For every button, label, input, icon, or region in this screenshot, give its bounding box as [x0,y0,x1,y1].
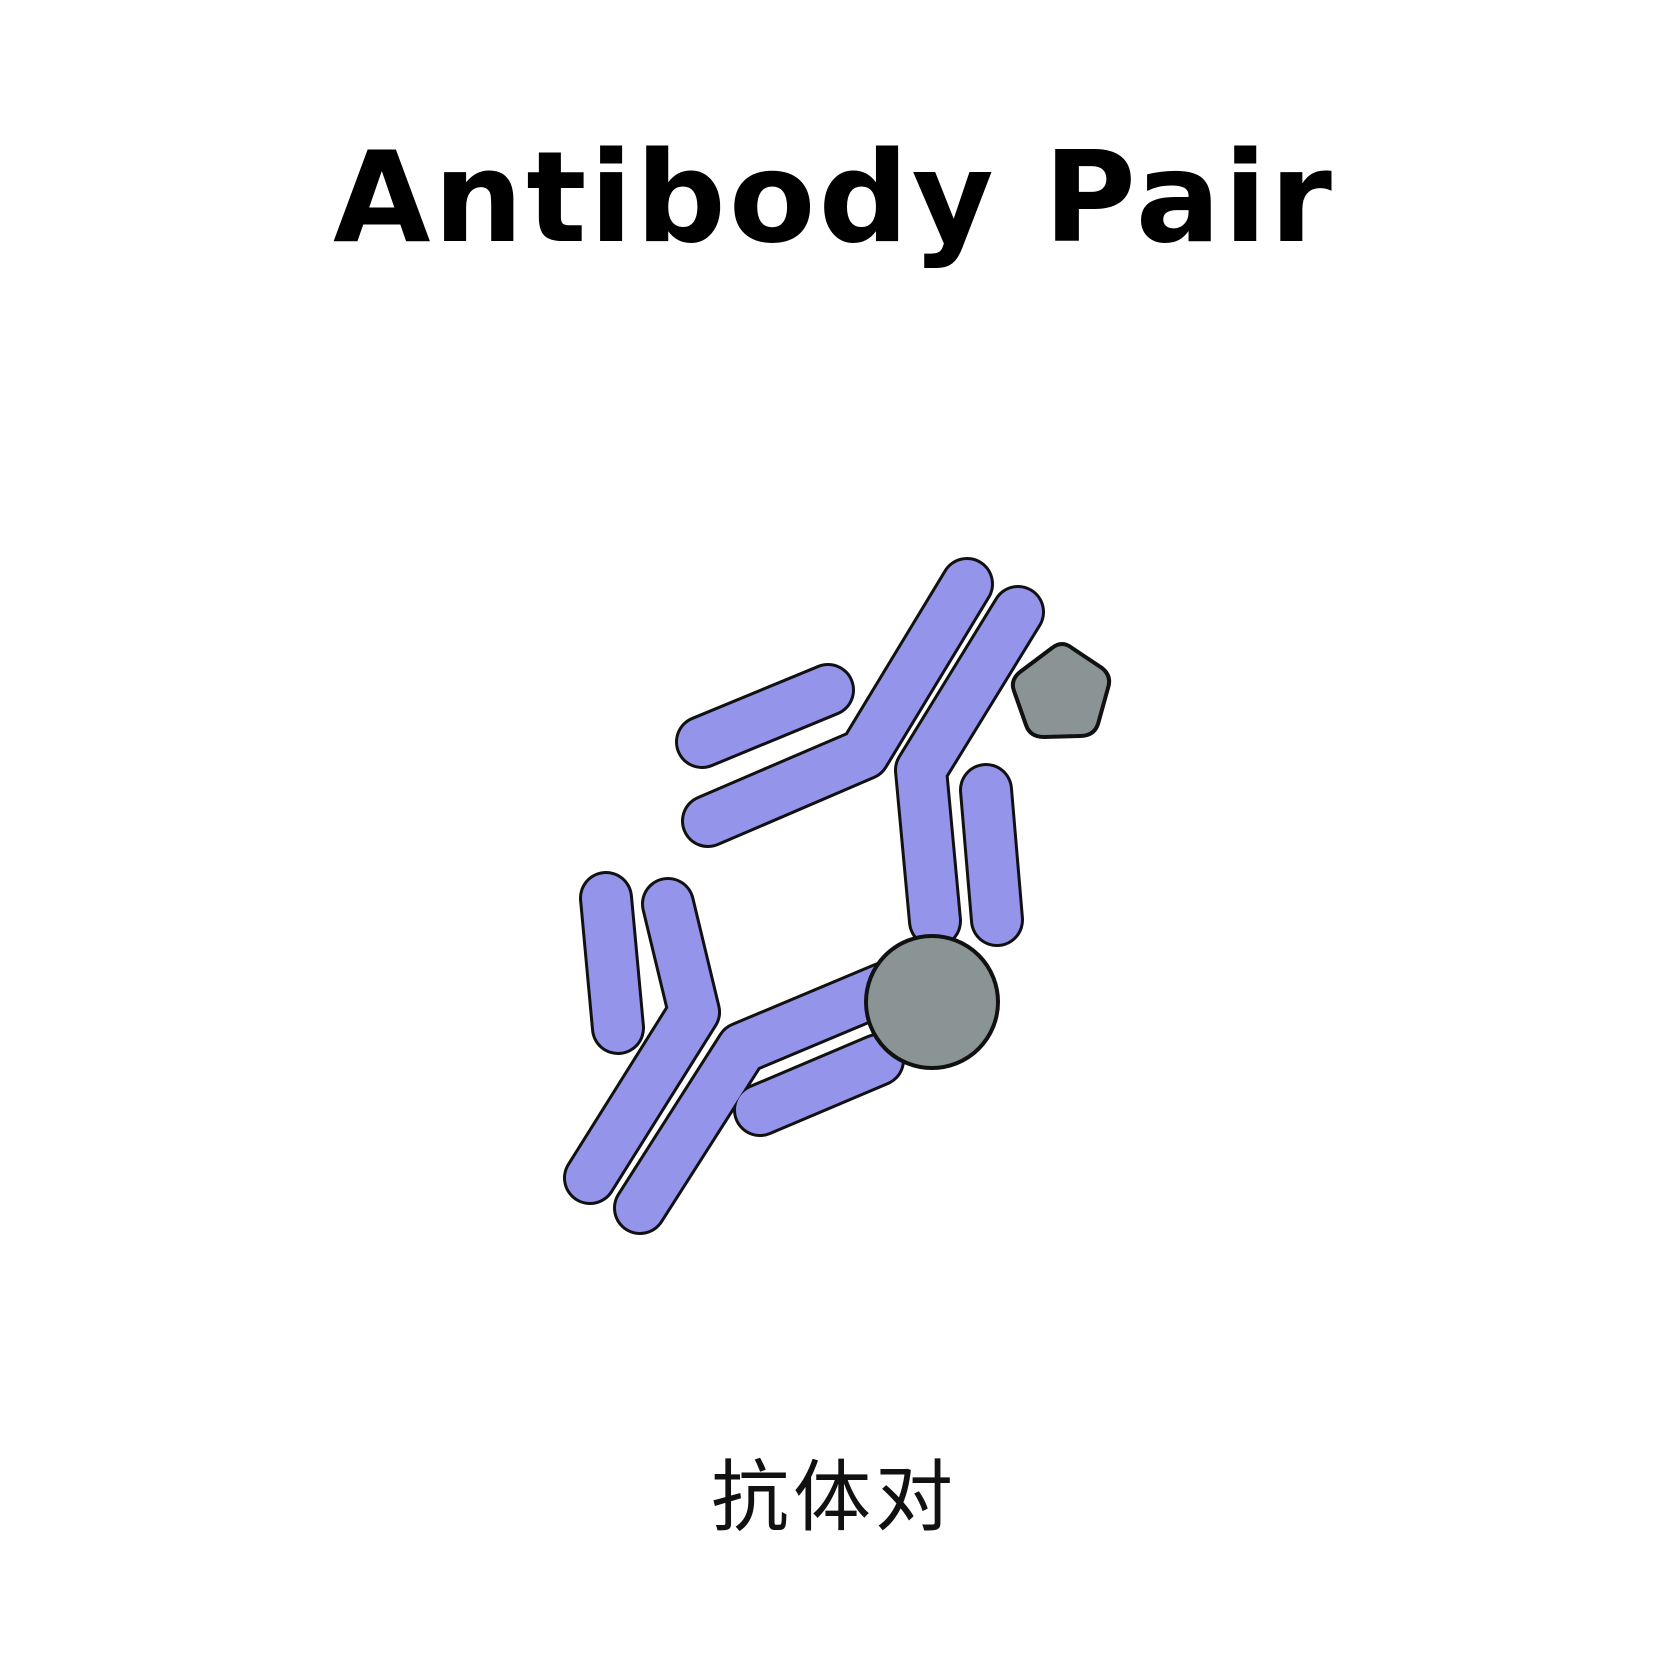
upper-antibody-icon [675,557,1045,948]
antigen-pentagon-icon [1010,642,1112,739]
antigen-circle-icon [864,934,1000,1070]
page-subtitle: 抗体对 [710,1453,957,1543]
lower-antibody-icon [563,871,912,1235]
page-title: Antibody Pair [333,124,1335,271]
